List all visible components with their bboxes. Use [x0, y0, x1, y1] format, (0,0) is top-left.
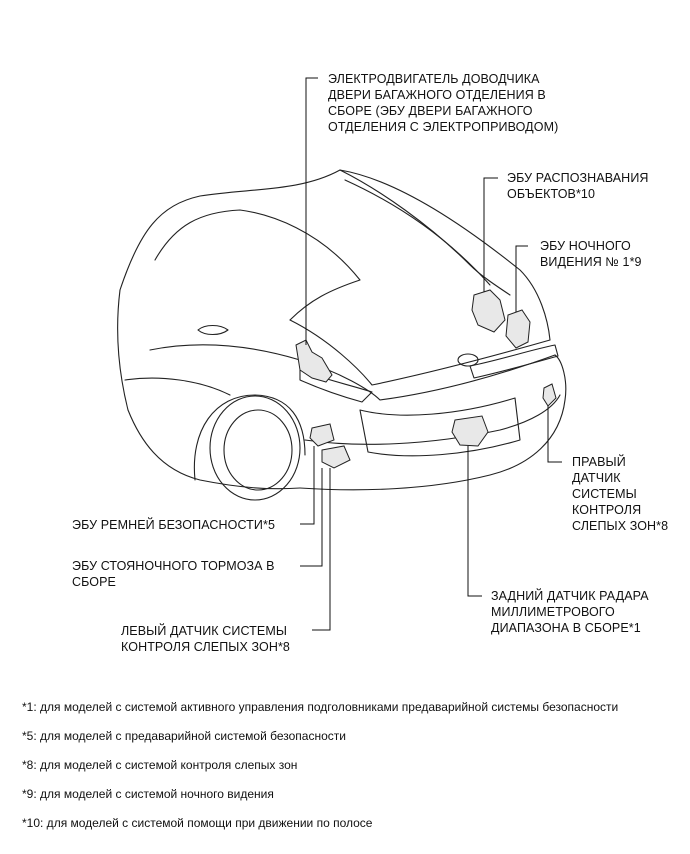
rear-wheel	[209, 395, 301, 501]
label-tailgate-motor: ЭЛЕКТРОДВИГАТЕЛЬ ДОВОДЧИКА ДВЕРИ БАГАЖНО…	[328, 72, 559, 134]
wheel-arch	[193, 394, 306, 481]
door-handle	[197, 324, 229, 336]
footnote-1: *1: для моделей с системой активного упр…	[22, 700, 619, 714]
car-diagram	[117, 77, 567, 631]
parking-brake-ecu-part	[321, 445, 351, 469]
leader-right-blind-spot	[547, 406, 562, 463]
trunk-lid-outline	[289, 319, 551, 386]
leader-rear-radar	[467, 446, 482, 597]
label-object-recognition-ecu: ЭБУ РАСПОЗНАВАНИЯ ОБЪЕКТОВ*10	[507, 171, 649, 201]
footnote-5: *5: для моделей с предаварийной системой…	[22, 729, 346, 743]
tail-light-right	[469, 344, 559, 379]
rear-bumper	[299, 354, 567, 491]
leader-parking-brake	[300, 468, 323, 567]
leader-seatbelt	[300, 446, 315, 525]
footnote-8: *8: для моделей с системой контроля слеп…	[22, 758, 298, 772]
label-left-blind-spot-sensor: ЛЕВЫЙ ДАТЧИК СИСТЕМЫ КОНТРОЛЯ СЛЕПЫХ ЗОН…	[121, 624, 290, 654]
footnote-10: *10: для моделей с системой помощи при д…	[22, 816, 373, 830]
leader-left-blind-spot	[312, 468, 331, 631]
label-parking-brake-ecu: ЭБУ СТОЯНОЧНОГО ТОРМОЗА В СБОРЕ	[72, 559, 275, 589]
tailgate-motor-part	[295, 339, 333, 383]
rear-door-line	[149, 344, 301, 361]
rear-window-outline	[154, 209, 361, 321]
rear-emblem	[457, 353, 479, 367]
night-vision-ecu-part	[505, 309, 531, 349]
footnote-9: *9: для моделей с системой ночного виден…	[22, 787, 274, 801]
car-side-outline	[117, 289, 301, 490]
leader-object-recognition	[483, 177, 498, 292]
label-night-vision-ecu: ЭБУ НОЧНОГО ВИДЕНИЯ № 1*9	[540, 239, 642, 269]
leader-night-vision	[515, 245, 528, 312]
leader-tailgate-motor	[305, 77, 318, 345]
license-plate-recess	[359, 397, 521, 457]
label-rear-radar-sensor: ЗАДНИЙ ДАТЧИК РАДАРА МИЛЛИМЕТРОВОГО ДИАП…	[491, 589, 649, 635]
label-seatbelt-ecu: ЭБУ РЕМНЕЙ БЕЗОПАСНОСТИ*5	[72, 518, 275, 532]
rear-radar-part	[451, 415, 489, 447]
label-right-blind-spot-sensor: ПРАВЫЙ ДАТЧИК СИСТЕМЫ КОНТРОЛЯ СЛЕПЫХ ЗО…	[572, 455, 669, 533]
seatbelt-ecu-part	[309, 423, 335, 447]
object-recognition-ecu-part	[471, 289, 506, 333]
right-blind-spot-sensor-part	[542, 383, 557, 407]
